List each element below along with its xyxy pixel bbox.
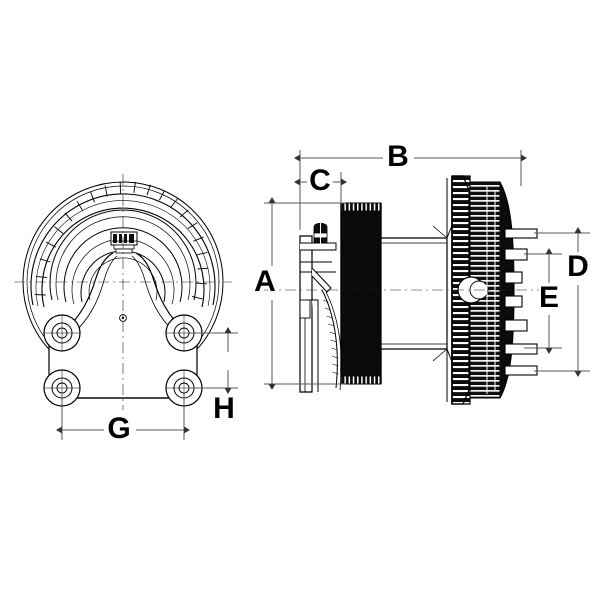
dimension-C	[294, 172, 347, 230]
pulley-groove-bottom	[340, 375, 382, 385]
fan-mounting-stud-7	[504, 365, 538, 376]
fan-mounting-stud-1	[504, 228, 538, 239]
dimension-label-A: A	[254, 265, 276, 298]
fan-mounting-stud-5	[504, 319, 528, 332]
pulley-groove-top	[340, 202, 382, 212]
front-view-centerlines	[14, 174, 232, 410]
dimension-label-D: D	[567, 250, 589, 283]
dimension-label-E: E	[539, 281, 559, 314]
side-bracket-body	[299, 222, 342, 393]
dimension-G	[56, 392, 190, 440]
fan-blade-ring	[30, 181, 216, 308]
dimension-label-B: B	[387, 140, 409, 173]
bolt-hole-top-right	[165, 314, 203, 352]
dimension-A	[264, 197, 345, 390]
dimension-label-H: H	[213, 392, 235, 425]
fan-mounting-stud-2	[504, 248, 528, 261]
dimension-annotations	[56, 150, 590, 440]
pulley	[340, 202, 382, 385]
plate-center-mark	[119, 314, 127, 322]
side-section-view	[264, 175, 545, 405]
mounting-bracket-arms	[62, 252, 187, 335]
dimension-D	[534, 227, 590, 377]
bracket-bolt-holes	[43, 314, 203, 407]
fan-mounting-stud-6	[504, 343, 538, 355]
dimension-label-C: C	[309, 164, 331, 197]
dimension-E	[524, 248, 562, 354]
front-view	[14, 174, 232, 410]
front-center-hub	[110, 231, 138, 254]
fan-mounting-stud-4	[504, 295, 523, 308]
dimension-label-G: G	[107, 412, 130, 445]
dimension-H	[188, 327, 238, 394]
fan-mounting-stud-3	[504, 271, 523, 284]
dimension-labels: A B C D E G H	[105, 138, 591, 447]
side-bracket-fastener	[313, 222, 328, 244]
bolt-hole-top-left	[43, 314, 81, 352]
